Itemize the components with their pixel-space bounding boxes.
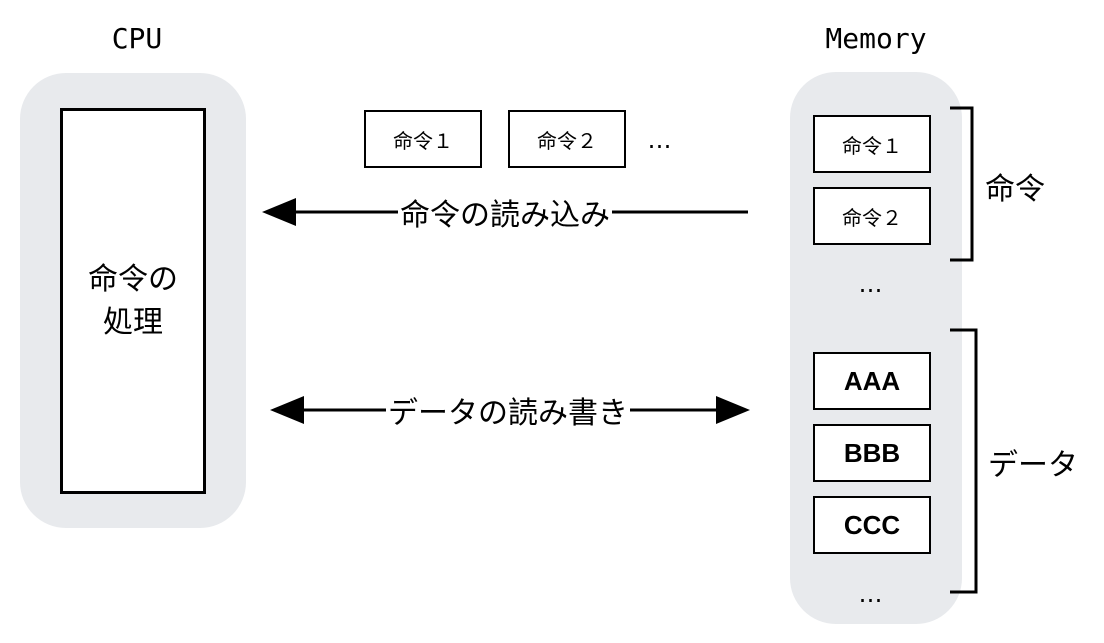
cpu-processing-label-line1: 命令の [88,261,178,297]
memory-data-bbb: BBB [813,424,931,482]
cpu-processing-box: 命令の 処理 [60,108,206,494]
memory-instruction-1: 命令１ [813,115,931,173]
data-arrowhead-right [716,396,750,424]
queue-instruction-1: 命令１ [364,110,482,168]
queue-ellipsis: … [647,126,675,154]
instruction-bracket-label: 命令 [985,172,1045,207]
data-bracket-label: データ [988,448,1078,483]
read-instructions-arrowhead [262,198,296,226]
memory-title: Memory [825,22,927,55]
cpu-title: CPU [111,22,163,55]
memory-data-ccc: CCC [813,496,931,554]
instruction-bracket [950,106,974,262]
data-bracket [950,328,978,594]
memory-instructions-ellipsis: … [858,270,886,298]
read-instructions-label: 命令の読み込み [398,190,612,234]
memory-data-aaa: AAA [813,352,931,410]
cpu-processing-label-line2: 処理 [103,305,163,340]
memory-data-ellipsis: … [858,580,886,608]
data-arrowhead-left [270,396,304,424]
queue-instruction-2: 命令２ [508,110,626,168]
read-write-data-label: データの読み書き [386,388,630,432]
memory-instruction-2: 命令２ [813,187,931,245]
